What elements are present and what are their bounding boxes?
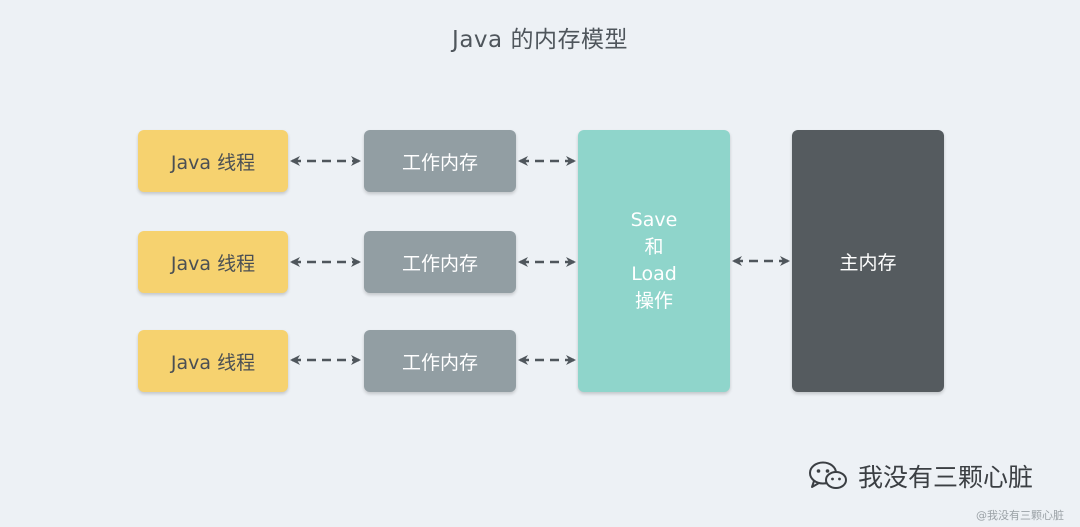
work-memory-3: 工作内存 (364, 330, 516, 392)
wechat-account-badge: 我没有三颗心脏 (808, 458, 1033, 494)
save-load-line-load: Load (631, 263, 677, 285)
wechat-account-name: 我没有三颗心脏 (858, 463, 1034, 492)
work-memory-1: 工作内存 (364, 130, 516, 192)
main-memory: 主内存 (792, 130, 944, 392)
save-load-line-and: 和 (644, 236, 664, 258)
java-thread-1: Java 线程 (138, 130, 288, 192)
java-thread-2: Java 线程 (138, 231, 288, 293)
watermark: @我没有三颗心脏 (976, 509, 1064, 522)
java-thread-3: Java 线程 (138, 330, 288, 392)
save-load-line-operation: 操作 (634, 290, 673, 312)
diagram-title: Java 的内存模型 (452, 27, 628, 53)
save-load-line-save: Save (630, 209, 678, 231)
save-load-operations: Save 和 Load 操作 (578, 130, 730, 392)
wechat-icon (809, 461, 847, 489)
work-memory-2: 工作内存 (364, 231, 516, 293)
